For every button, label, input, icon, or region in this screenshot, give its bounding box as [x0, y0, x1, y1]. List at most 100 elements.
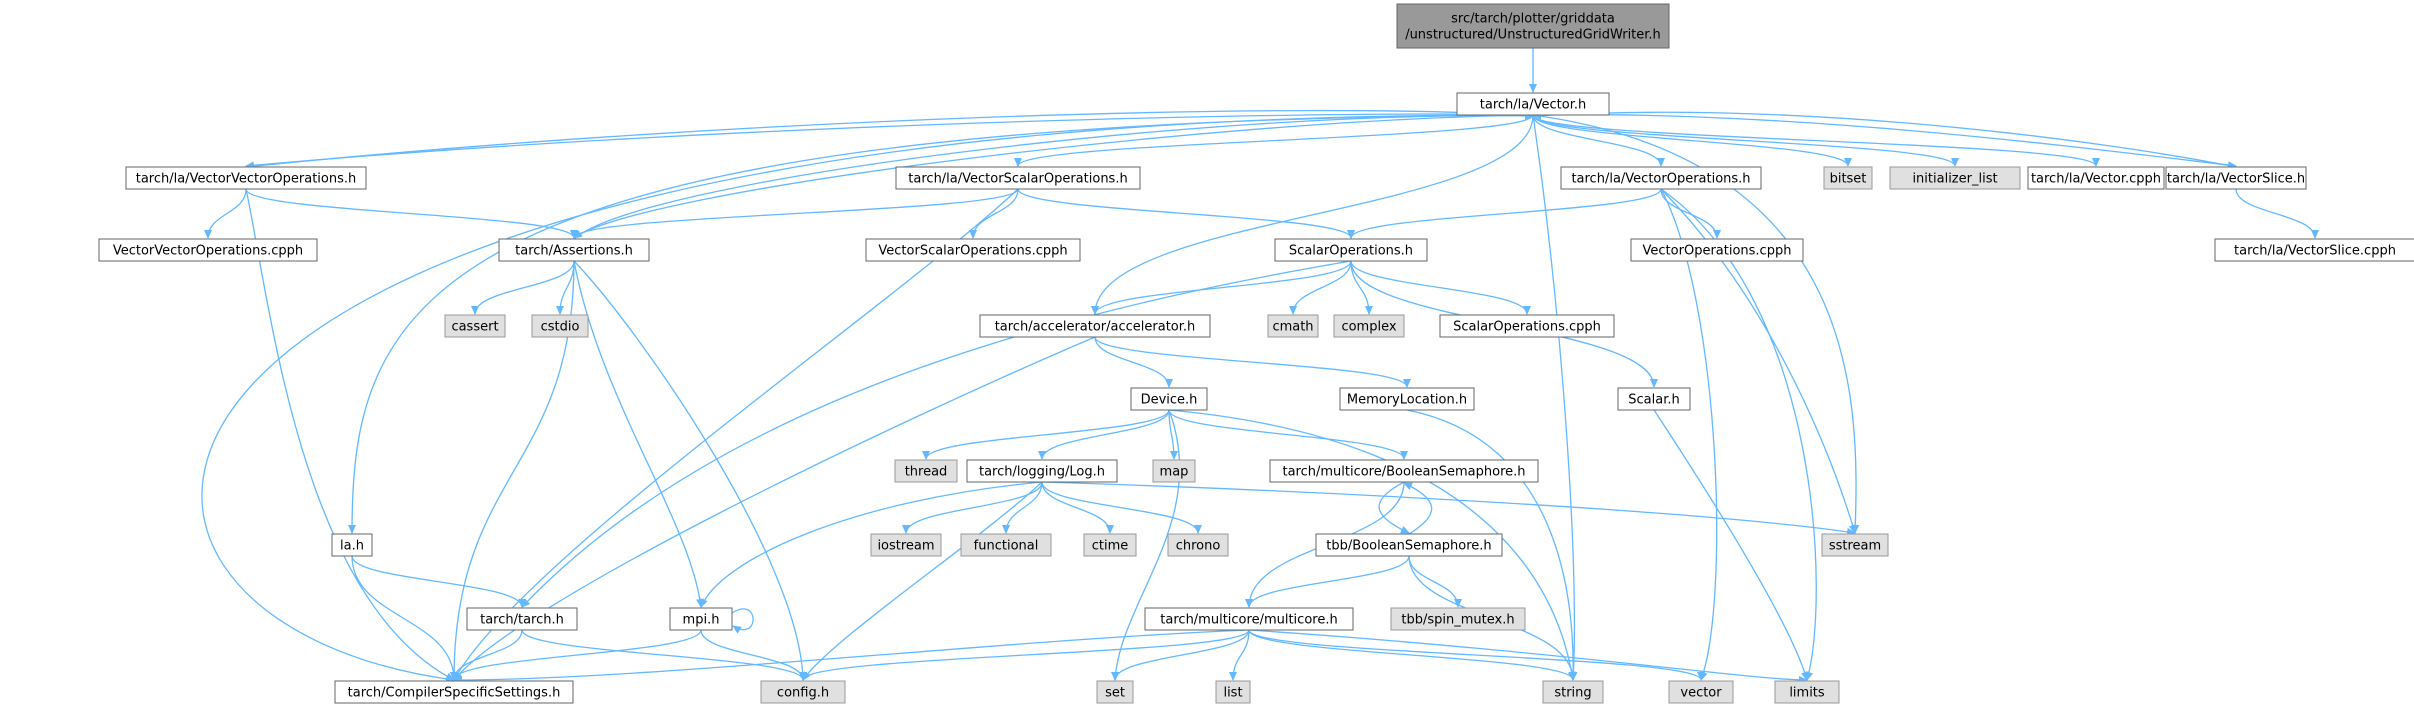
edge-assertions_h-to-cassert	[471, 260, 575, 315]
edge-assertions_h-to-mpi_h	[573, 260, 704, 608]
node-box	[1167, 533, 1229, 557]
node-label: VectorOperations.cpph	[1643, 244, 1792, 259]
node-box	[2027, 166, 2165, 190]
node-multicore-h[interactable]: tarch/multicore/multicore.h	[1144, 607, 1354, 631]
node-label: initializer_list	[1912, 172, 1997, 187]
node-label: tbb/spin_mutex.h	[1401, 613, 1514, 628]
node-box	[498, 238, 650, 262]
node-vo-h[interactable]: tarch/la/VectorOperations.h	[1560, 166, 1762, 190]
edge-assertions_h-to-vector_h	[573, 111, 1534, 240]
node-mpi-h[interactable]: mpi.h	[669, 607, 733, 631]
node-box	[1456, 92, 1610, 116]
node-box	[466, 607, 578, 631]
node-label: VectorScalarOperations.cpph	[878, 244, 1067, 259]
node-label: la.h	[340, 539, 364, 554]
node-box	[960, 533, 1052, 557]
edge-so_h-to-tarch_h	[521, 260, 1352, 608]
node-box	[2214, 238, 2414, 262]
node-tbb-bsem-h[interactable]: tbb/BooleanSemaphore.h	[1315, 533, 1503, 557]
node-label: tarch/CompilerSpecificSettings.h	[348, 686, 561, 701]
node-vslice-h[interactable]: tarch/la/VectorSlice.h	[2165, 166, 2307, 190]
node-box	[979, 314, 1211, 338]
edge-device_h-to-mc_bsem_h	[1168, 409, 1408, 460]
edge-vso_h-to-assertions_h	[570, 188, 1019, 239]
edge-accel_h-to-device_h	[1094, 336, 1173, 388]
node-box	[331, 533, 373, 557]
node-vslice-cpph[interactable]: tarch/la/VectorSlice.cpph	[2214, 238, 2414, 262]
node-device-h[interactable]: Device.h	[1130, 387, 1208, 411]
edge-tbb_bsem_h-to-multicore_h	[1245, 555, 1410, 608]
node-root: src/tarch/plotter/griddata/unstructured/…	[1396, 3, 1670, 49]
node-label: VectorVectorOperations.cpph	[113, 244, 303, 259]
node-set: set	[1096, 680, 1134, 704]
node-box	[865, 238, 1081, 262]
edge-vvo_h-to-vvo_cpph	[204, 188, 247, 239]
node-label: tarch/la/VectorVectorOperations.h	[136, 172, 357, 187]
edge-la_h-to-csettings_h	[351, 555, 458, 681]
node-box	[125, 166, 367, 190]
node-label: tarch/accelerator/accelerator.h	[995, 320, 1196, 335]
node-tarch-h[interactable]: tarch/tarch.h	[466, 607, 578, 631]
node-label: tarch/la/Vector.cpph	[2031, 172, 2161, 187]
node-vector-cpph[interactable]: tarch/la/Vector.cpph	[2027, 166, 2165, 190]
node-label: Device.h	[1141, 393, 1198, 408]
edge-log_h-to-mpi_h	[700, 481, 1043, 608]
edge-vso_h-to-csettings_h	[453, 188, 1019, 681]
node-box	[2165, 166, 2307, 190]
node-box	[1396, 3, 1670, 49]
node-box	[1096, 680, 1134, 704]
node-box	[1823, 166, 1873, 190]
edge-mc_bsem_h-to-tbb_bsem_h	[1378, 481, 1410, 534]
node-box	[669, 607, 733, 631]
node-log-h[interactable]: tarch/logging/Log.h	[966, 459, 1118, 483]
node-so-cpph[interactable]: ScalarOperations.cpph	[1439, 314, 1615, 338]
node-box	[1889, 166, 2021, 190]
edge-so_h-to-accel_h	[1091, 260, 1352, 315]
node-limits: limits	[1774, 680, 1840, 704]
node-vso-h[interactable]: tarch/la/VectorScalarOperations.h	[895, 166, 1141, 190]
node-mc-bsem-h[interactable]: tarch/multicore/BooleanSemaphore.h	[1269, 459, 1539, 483]
edge-vector_h-to-string	[1532, 114, 1578, 681]
node-so-h[interactable]: ScalarOperations.h	[1274, 238, 1428, 262]
nodes-layer: src/tarch/plotter/griddata/unstructured/…	[98, 3, 2414, 704]
node-box	[444, 314, 506, 338]
node-box	[98, 238, 318, 262]
node-label: sstream	[1829, 539, 1881, 554]
edge-assertions_h-to-config_h	[573, 260, 807, 681]
node-accel-h[interactable]: tarch/accelerator/accelerator.h	[979, 314, 1211, 338]
node-box	[1542, 680, 1604, 704]
node-csettings-h[interactable]: tarch/CompilerSpecificSettings.h	[334, 680, 574, 704]
edge-mpi_h-to-csettings_h	[450, 629, 702, 681]
node-memloc-h[interactable]: MemoryLocation.h	[1339, 387, 1475, 411]
edge-log_h-to-chrono	[1041, 481, 1202, 534]
node-box	[1215, 680, 1251, 704]
node-box	[1339, 387, 1475, 411]
node-vvo-h[interactable]: tarch/la/VectorVectorOperations.h	[125, 166, 367, 190]
edge-vector_h-to-init_list	[1532, 114, 1959, 167]
edges-layer	[201, 48, 2319, 684]
node-box	[1144, 607, 1354, 631]
node-scalar-h[interactable]: Scalar.h	[1617, 387, 1691, 411]
edge-scalar_h-to-limits	[1653, 409, 1809, 681]
node-box	[1630, 238, 1804, 262]
edge-multicore_h-to-csettings_h	[453, 629, 1250, 684]
node-label: tarch/la/VectorOperations.h	[1571, 172, 1750, 187]
node-vo-cpph[interactable]: VectorOperations.cpph	[1630, 238, 1804, 262]
node-la-h[interactable]: la.h	[331, 533, 373, 557]
node-iostream: iostream	[870, 533, 942, 557]
node-label: tarch/tarch.h	[480, 613, 564, 628]
node-box	[1774, 680, 1840, 704]
node-cstdio: cstdio	[531, 314, 589, 338]
edge-log_h-to-sstream	[1041, 481, 1856, 536]
node-thread: thread	[894, 459, 958, 483]
node-assertions-h[interactable]: tarch/Assertions.h	[498, 238, 650, 262]
node-box	[1152, 459, 1196, 483]
edge-accel_h-to-memloc_h	[1094, 336, 1411, 388]
node-vector-h[interactable]: tarch/la/Vector.h	[1456, 92, 1610, 116]
edge-memloc_h-to-string	[1406, 409, 1578, 681]
node-vvo-cpph[interactable]: VectorVectorOperations.cpph	[98, 238, 318, 262]
node-vso-cpph[interactable]: VectorScalarOperations.cpph	[865, 238, 1081, 262]
edge-multicore_h-to-set	[1111, 629, 1250, 681]
edge-vector_h-to-assertions_h	[573, 114, 1534, 239]
